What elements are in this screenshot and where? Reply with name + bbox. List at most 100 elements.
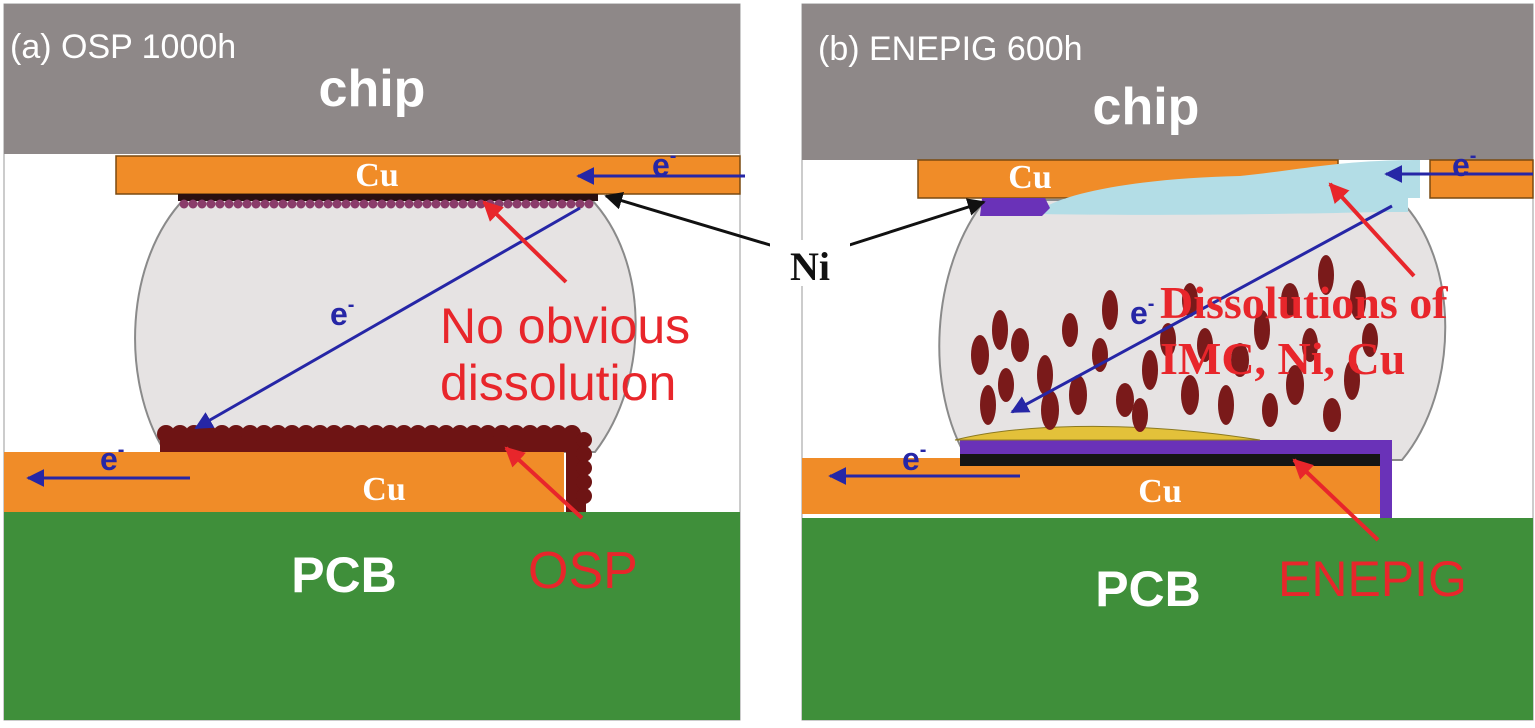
imc-grain bbox=[449, 199, 459, 209]
imc-grain bbox=[576, 446, 592, 462]
imc-grain bbox=[255, 425, 273, 443]
panel-a-chip bbox=[4, 4, 740, 154]
imc-grain bbox=[575, 199, 585, 209]
imc-grain bbox=[213, 425, 231, 443]
imc-particle bbox=[992, 310, 1008, 350]
imc-particle bbox=[1116, 383, 1134, 417]
ni-arrow-left bbox=[604, 192, 781, 250]
imc-particle bbox=[1197, 328, 1213, 362]
panel-b: (b) ENEPIG 600h chip Cu Cu PCB e- e- e- … bbox=[801, 3, 1534, 721]
imc-grain bbox=[227, 425, 245, 443]
panel-b-pcb bbox=[802, 518, 1533, 720]
ni-arrow-right bbox=[839, 198, 986, 250]
panel-b-top-cu-pad-right bbox=[1429, 159, 1534, 199]
imc-particle bbox=[1262, 393, 1278, 427]
panel-a-pcb-label: PCB bbox=[291, 547, 397, 603]
imc-grain bbox=[185, 425, 203, 443]
imc-grain bbox=[576, 488, 592, 504]
imc-particle bbox=[1302, 328, 1318, 362]
panel-b-finish-label: ENEPIG bbox=[1278, 551, 1467, 607]
imc-particle bbox=[1102, 290, 1118, 330]
ni-callout: Ni bbox=[604, 192, 986, 289]
imc-grain bbox=[386, 199, 396, 209]
imc-grain bbox=[584, 199, 594, 209]
imc-grain bbox=[359, 199, 369, 209]
ni-label: Ni bbox=[790, 244, 830, 289]
imc-grain bbox=[283, 425, 301, 443]
imc-particle bbox=[1142, 350, 1158, 390]
imc-grain bbox=[233, 199, 243, 209]
panel-a-solder-ball bbox=[134, 197, 637, 453]
imc-grain bbox=[479, 425, 497, 443]
panel-a-finish-label: OSP bbox=[528, 542, 638, 600]
imc-particle bbox=[1323, 398, 1341, 432]
imc-grain bbox=[530, 199, 540, 209]
panel-b-chip bbox=[802, 4, 1533, 160]
imc-grain bbox=[576, 432, 592, 448]
imc-grain bbox=[548, 199, 558, 209]
imc-grain bbox=[311, 425, 329, 443]
imc-grain bbox=[269, 425, 287, 443]
imc-grain bbox=[465, 425, 483, 443]
panel-b-electron-label-bottom: e- bbox=[902, 439, 926, 477]
panel-b-electron-label-top: e- bbox=[1452, 145, 1476, 183]
imc-grain bbox=[323, 199, 333, 209]
panel-b-imc-particles bbox=[971, 255, 1378, 432]
imc-particle bbox=[1350, 280, 1366, 320]
imc-particle bbox=[1286, 365, 1304, 405]
panel-a-annotation-arrow bbox=[482, 200, 568, 284]
panel-b-enepig-arrow bbox=[1292, 458, 1380, 542]
imc-particle bbox=[1069, 375, 1087, 415]
imc-grain bbox=[409, 425, 427, 443]
imc-particle bbox=[1160, 323, 1176, 357]
panel-a-electron-arrow-diagonal bbox=[194, 206, 581, 430]
imc-grain bbox=[206, 199, 216, 209]
panel-b-ni-layer bbox=[960, 454, 1380, 466]
panel-b-solder-ball bbox=[938, 199, 1447, 461]
imc-particle bbox=[1041, 390, 1059, 430]
imc-grain bbox=[314, 199, 324, 209]
panel-a-osp-imc bbox=[157, 425, 592, 512]
imc-grain bbox=[367, 425, 385, 443]
imc-grain bbox=[197, 199, 207, 209]
imc-particle bbox=[1182, 283, 1198, 317]
imc-grain bbox=[566, 199, 576, 209]
imc-grain bbox=[179, 199, 189, 209]
imc-particle bbox=[1062, 313, 1078, 347]
imc-grain bbox=[353, 425, 371, 443]
imc-grain bbox=[251, 199, 261, 209]
imc-grain bbox=[368, 199, 378, 209]
panel-b-top-ni-remnant bbox=[980, 198, 1050, 216]
panel-b-pcb-label: PCB bbox=[1095, 561, 1201, 617]
imc-grain bbox=[539, 199, 549, 209]
panel-b-bottom-cu-label: Cu bbox=[1138, 473, 1181, 510]
imc-grain bbox=[404, 199, 414, 209]
imc-particle bbox=[1132, 398, 1148, 432]
imc-particle bbox=[980, 385, 996, 425]
panel-a: (a) OSP 1000h chip Cu Cu PCB e- e- e- No… bbox=[3, 3, 745, 721]
panel-b-annotation-arrow bbox=[1328, 182, 1416, 278]
imc-grain bbox=[215, 199, 225, 209]
imc-grain bbox=[287, 199, 297, 209]
imc-grain bbox=[381, 425, 399, 443]
imc-particle bbox=[998, 368, 1014, 402]
imc-grain bbox=[493, 425, 511, 443]
imc-particle bbox=[1231, 343, 1249, 377]
panel-a-annotation-line2: dissolution bbox=[440, 355, 676, 411]
imc-grain bbox=[423, 425, 441, 443]
panel-b-bottom-cu-pad bbox=[802, 458, 1388, 514]
imc-grain bbox=[199, 425, 217, 443]
panel-a-osp-arrow bbox=[504, 446, 584, 520]
ni-label-bg bbox=[770, 240, 850, 286]
imc-grain bbox=[242, 199, 252, 209]
imc-grain bbox=[512, 199, 522, 209]
imc-grain bbox=[521, 199, 531, 209]
imc-grain bbox=[305, 199, 315, 209]
imc-grain bbox=[171, 425, 189, 443]
panel-b-title: (b) ENEPIG 600h bbox=[818, 30, 1083, 68]
panel-b-annotation-line1: Dissolutions of bbox=[1160, 277, 1448, 328]
imc-grain bbox=[339, 425, 357, 443]
imc-grain bbox=[269, 199, 279, 209]
imc-particle bbox=[1037, 355, 1053, 395]
imc-particle bbox=[1254, 310, 1270, 350]
